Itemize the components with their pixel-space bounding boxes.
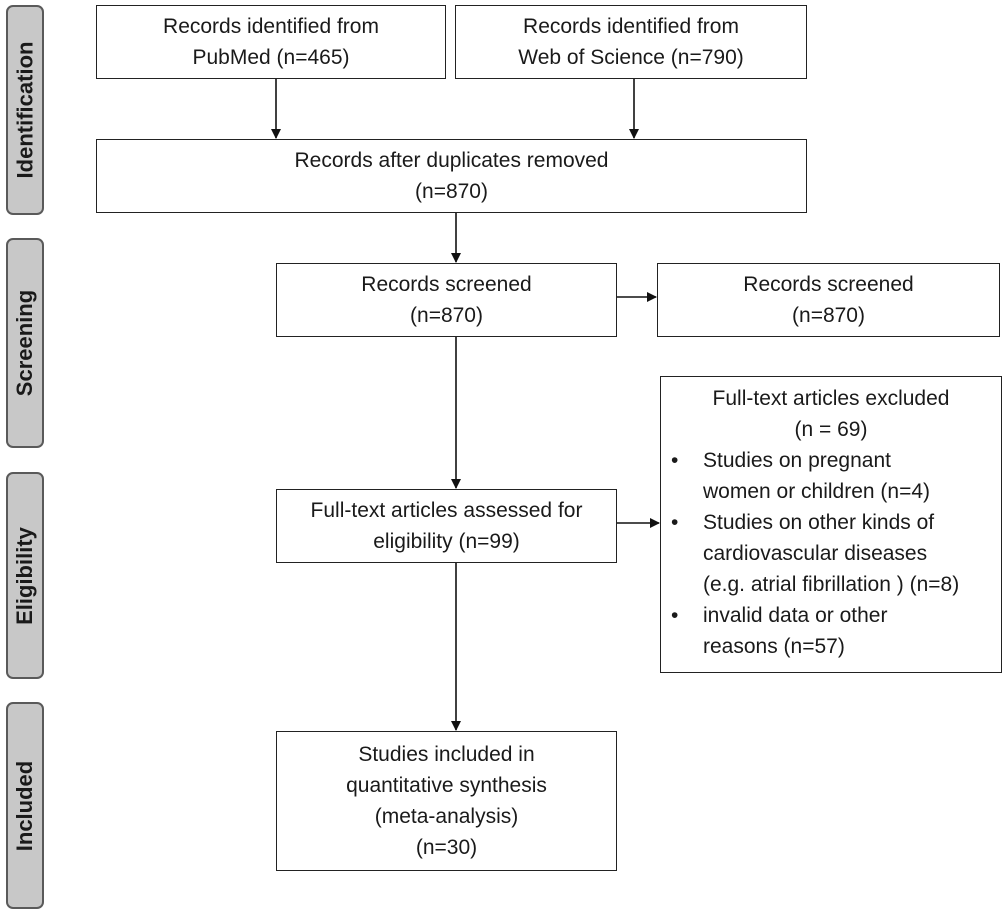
stage-screening: Screening [6,238,44,448]
wos-records-box: Records identified from Web of Science (… [455,5,807,79]
reason-1-line2: women or children (n=4) [703,480,931,503]
pubmed-line2: PubMed (n=465) [192,46,350,69]
duplicates-line1: Records after duplicates removed [294,149,609,172]
studies-included-box: Studies included in quantitative synthes… [276,731,617,871]
reason-1-line1: Studies on pregnant [703,449,891,472]
included-line4: (n=30) [415,836,478,859]
included-line3: (meta-analysis) [374,805,519,828]
screened-right-line1: Records screened [743,273,914,296]
duplicates-line2: (n=870) [415,180,488,203]
stage-eligibility: Eligibility [6,472,44,679]
stage-identification: Identification [6,5,44,215]
fulltext-assessed-box: Full-text articles assessed for eligibil… [276,489,617,563]
excluded-count: (n = 69) [794,418,868,441]
exclusion-reasons-list: Studies on pregnant women or children (n… [661,445,1001,662]
exclusion-reason: Studies on other kinds of cardiovascular… [661,507,1001,600]
pubmed-records-box: Records identified from PubMed (n=465) [96,5,446,79]
included-line2: quantitative synthesis [346,774,547,797]
duplicates-removed-box: Records after duplicates removed (n=870) [96,139,807,213]
fulltext-excluded-box: Full-text articles excluded (n = 69) Stu… [660,376,1002,673]
wos-line2: Web of Science (n=790) [518,46,744,69]
reason-3-line2: reasons (n=57) [703,635,845,658]
reason-3-line1: invalid data or other [703,604,888,627]
excluded-title: Full-text articles excluded [712,387,950,410]
stage-included: Included [6,702,44,909]
wos-line1: Records identified from [523,15,739,38]
records-screened-right-box: Records screened (n=870) [657,263,1000,337]
exclusion-reason: Studies on pregnant women or children (n… [661,445,1001,507]
included-line1: Studies included in [358,743,535,766]
reason-2-line2: cardiovascular diseases [703,542,928,565]
fulltext-line2: eligibility (n=99) [373,530,520,553]
fulltext-line1: Full-text articles assessed for [310,499,583,522]
records-screened-box: Records screened (n=870) [276,263,617,337]
exclusion-reason: invalid data or other reasons (n=57) [661,600,1001,662]
reason-2-line3: (e.g. atrial fibrillation ) (n=8) [703,573,960,596]
reason-2-line1: Studies on other kinds of [703,511,935,534]
screened-line1: Records screened [361,273,532,296]
screened-line2: (n=870) [410,304,483,327]
pubmed-line1: Records identified from [163,15,379,38]
screened-right-line2: (n=870) [792,304,865,327]
